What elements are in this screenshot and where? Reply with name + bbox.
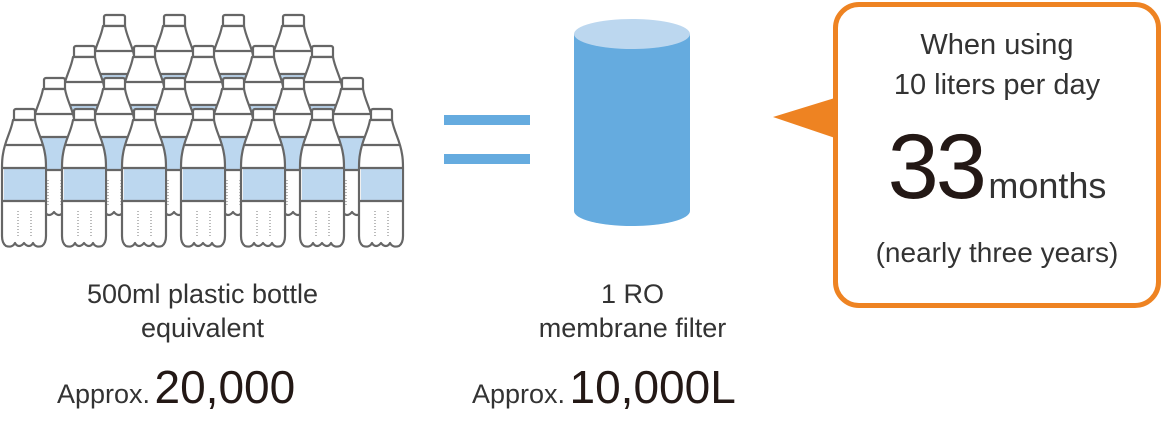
filter-label: 1 RO membrane filter xyxy=(450,277,815,345)
plastic-bottles-illustration xyxy=(0,13,405,248)
callout-duration: 33 months xyxy=(838,117,1156,217)
filter-approx: Approx. 10,000L xyxy=(472,360,736,414)
bottle-label: 500ml plastic bottle equivalent xyxy=(20,277,385,345)
ro-membrane-cylinder-icon xyxy=(574,19,690,226)
equals-bar-bottom xyxy=(444,154,530,164)
filter-capacity-value: 10,000L xyxy=(569,361,736,413)
filter-label-line1: 1 RO xyxy=(600,279,665,309)
equals-bar-top xyxy=(444,115,530,125)
usage-callout: When using 10 liters per day 33 months (… xyxy=(833,2,1161,308)
approx-prefix: Approx. xyxy=(472,379,566,409)
callout-pointer-icon xyxy=(773,97,838,139)
months-unit: months xyxy=(988,165,1107,206)
callout-line1: When using xyxy=(920,29,1074,61)
callout-note: (nearly three years) xyxy=(875,237,1119,268)
bottle-approx: Approx. 20,000 xyxy=(57,360,295,414)
bottle-count-value: 20,000 xyxy=(154,361,296,413)
callout-line2: 10 liters per day xyxy=(893,69,1101,101)
bottle-label-line1: 500ml plastic bottle xyxy=(86,279,319,309)
approx-prefix: Approx. xyxy=(57,379,151,409)
filter-label-line2: membrane filter xyxy=(538,313,727,343)
bottle-label-line2: equivalent xyxy=(140,313,265,343)
months-number: 33 xyxy=(887,116,987,218)
